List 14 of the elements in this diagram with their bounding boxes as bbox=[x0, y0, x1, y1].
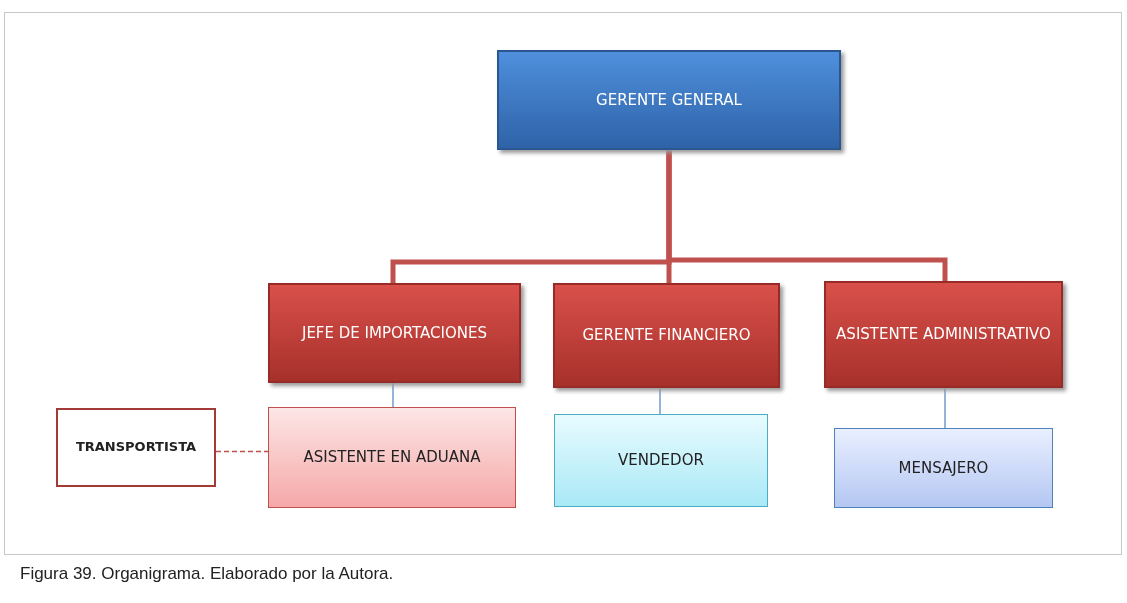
connector-line bbox=[944, 387, 946, 429]
staff-box: MENSAJERO bbox=[834, 428, 1053, 508]
figure-caption: Figura 39. Organigrama. Elaborado por la Autora. bbox=[20, 564, 394, 584]
staff-box: ASISTENTE EN ADUANA bbox=[268, 407, 516, 508]
connector-line bbox=[392, 382, 394, 408]
department-box: ASISTENTE ADMINISTRATIVO bbox=[824, 281, 1063, 388]
connector-line bbox=[215, 450, 269, 453]
connector-line bbox=[666, 150, 948, 281]
connector-line bbox=[659, 387, 661, 415]
external-box: TRANSPORTISTA bbox=[56, 408, 216, 487]
staff-box: VENDEDOR bbox=[554, 414, 768, 507]
department-box: GERENTE FINANCIERO bbox=[553, 283, 780, 388]
department-box: JEFE DE IMPORTACIONES bbox=[268, 283, 521, 383]
manager-box: GERENTE GENERAL bbox=[497, 50, 841, 150]
